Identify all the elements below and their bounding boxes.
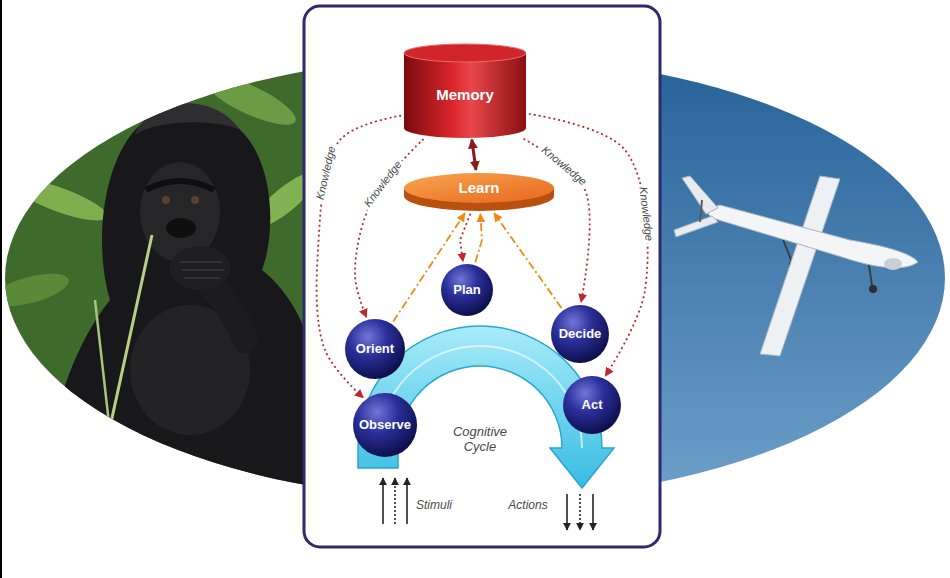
process-sphere: Plan (440, 263, 494, 317)
action-arrow (579, 494, 581, 530)
gorilla-figure (33, 103, 340, 520)
sphere-fill (353, 393, 417, 457)
learning-arrow (475, 214, 482, 262)
process-sphere: Orient (344, 318, 406, 380)
drone-wing (760, 176, 840, 356)
drone-figure (674, 176, 918, 356)
frame-line (0, 0, 2, 578)
node-label: Decide (559, 327, 602, 342)
sphere-fill (441, 264, 493, 316)
leaf (79, 53, 161, 87)
leaf (33, 432, 146, 507)
leaf (0, 85, 86, 154)
io-label: Stimuli (416, 499, 452, 513)
leaf (9, 172, 111, 229)
disc-top (404, 173, 554, 203)
action-arrow (566, 494, 568, 530)
learn-disc: Learn (403, 172, 555, 212)
node-label: Act (582, 398, 603, 413)
center-panel (304, 6, 660, 547)
grass-stalk (105, 235, 152, 450)
gorilla-brow (146, 181, 214, 190)
edge-label: Knowledge (313, 142, 339, 204)
action-arrow (592, 494, 594, 530)
memory-cylinder: Memory (403, 43, 527, 138)
gorilla-nose (166, 218, 196, 238)
edge-label: Knowledge (636, 183, 656, 245)
node-label: Memory (436, 86, 494, 103)
gorilla-crest (135, 103, 240, 135)
gorilla-body (40, 108, 340, 520)
wheel (869, 285, 877, 293)
node-label: Orient (356, 342, 394, 357)
tail-fin (682, 176, 718, 214)
sensor-turret (884, 258, 902, 270)
memory-link (472, 139, 476, 170)
process-sphere: Observe (352, 392, 418, 458)
gorilla-eye (162, 196, 170, 204)
gorilla-fingers (180, 262, 224, 278)
process-sphere: Decide (550, 304, 610, 364)
learning-arrow (494, 213, 561, 308)
leaf (0, 385, 76, 456)
connector-group (317, 114, 648, 398)
gorilla-eye (191, 196, 199, 204)
propeller (700, 200, 702, 222)
grass-stalk (95, 300, 112, 450)
edge-label: Knowledge (536, 141, 591, 190)
cycle-caption: Cognitive Cycle (447, 425, 513, 455)
leaf (0, 267, 72, 313)
stimulus-arrow (394, 478, 396, 524)
cylinder-body (404, 53, 526, 138)
sphere-fill (345, 319, 405, 379)
drone-fuselage (705, 205, 918, 268)
knowledge-arrow (460, 214, 470, 262)
sphere-fill (563, 376, 621, 434)
node-label: Plan (453, 283, 480, 298)
io-label: Actions (508, 499, 547, 513)
node-label: Learn (459, 179, 500, 196)
tail-fin (674, 216, 718, 237)
stimulus-arrow (382, 478, 384, 524)
leaf (128, 461, 251, 519)
cylinder-top (404, 44, 526, 62)
node-label: Observe (359, 418, 411, 433)
gorilla-hand (170, 246, 230, 290)
process-sphere: Act (562, 375, 622, 435)
stimulus-arrow (406, 478, 408, 524)
sphere-fill (551, 305, 609, 363)
edge-label: Knowledge (359, 156, 406, 212)
